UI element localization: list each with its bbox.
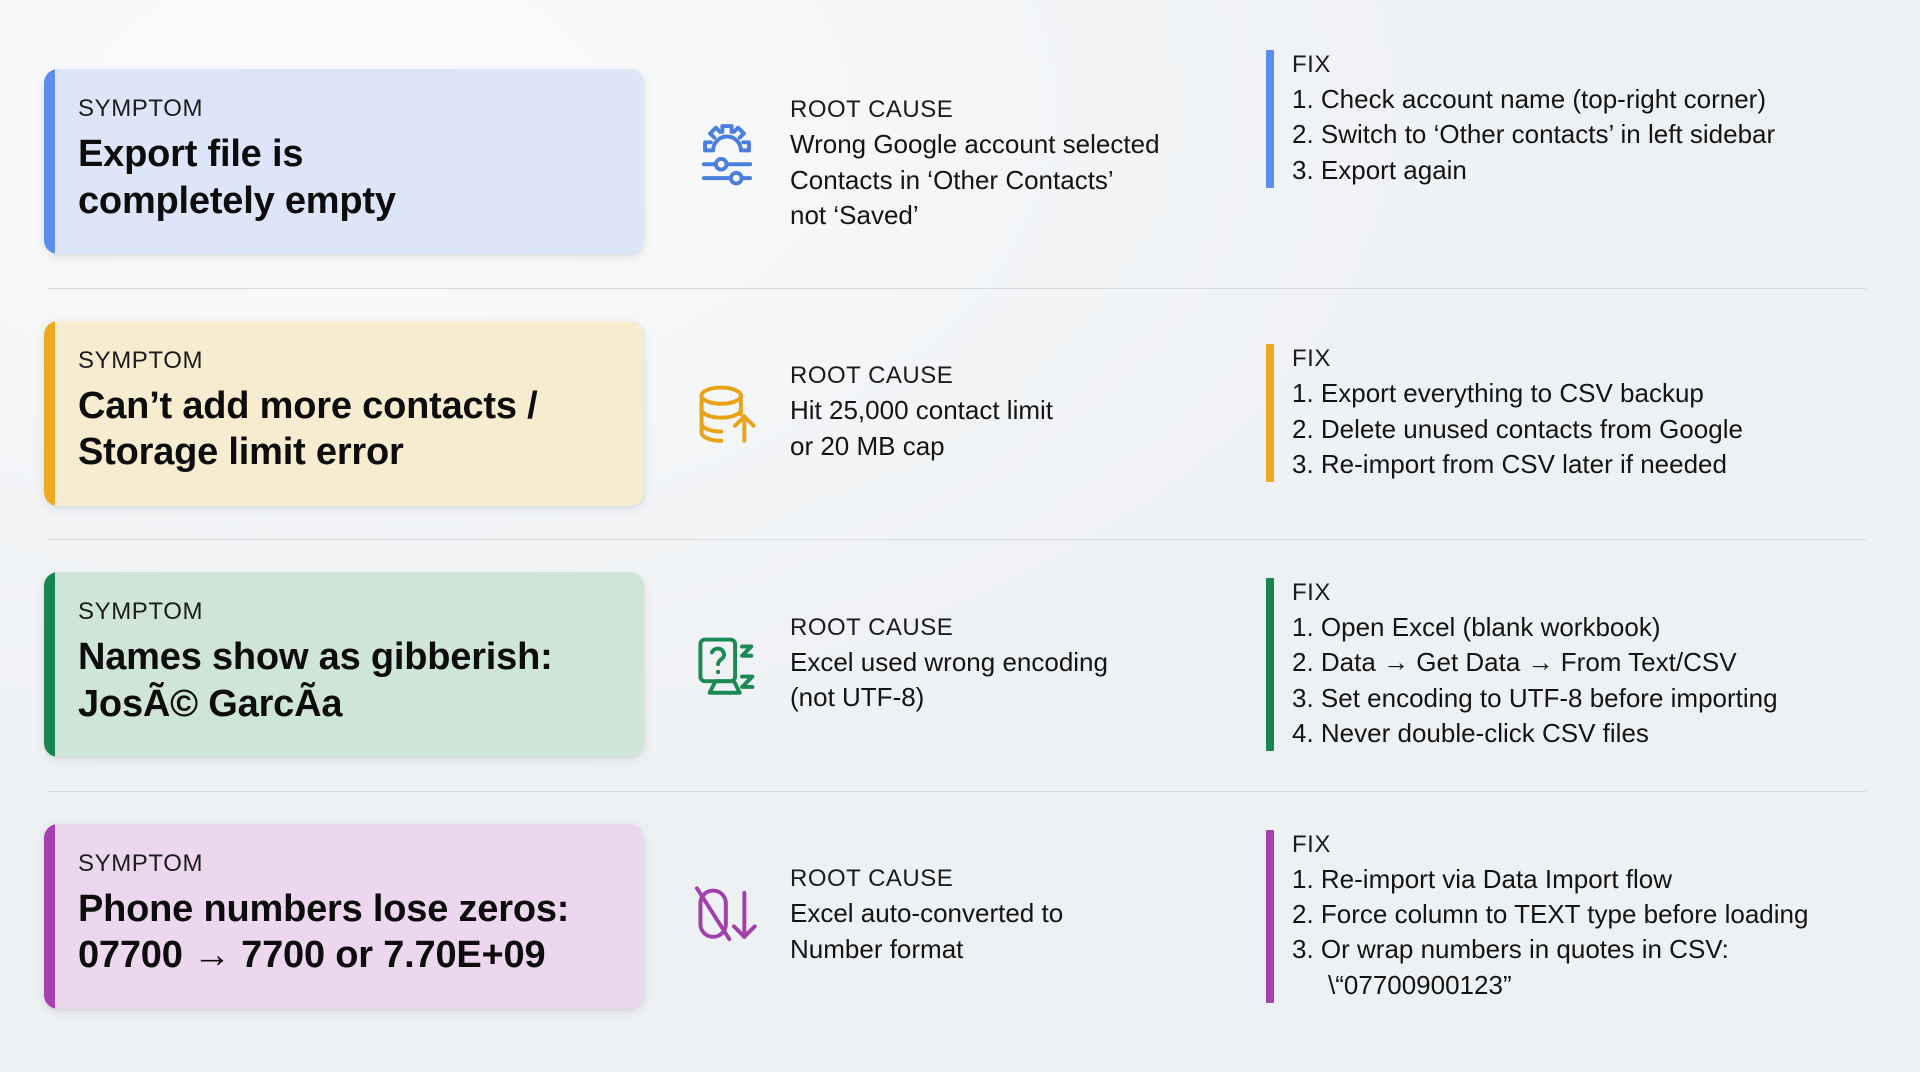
root-cause-column: ROOT CAUSE Wrong Google account selected…	[644, 90, 1266, 233]
accent-bar	[44, 320, 55, 506]
row-list: SYMPTOM Export file is completely empty	[44, 36, 1876, 1042]
root-cause-column: ROOT CAUSE Excel used wrong encoding (no…	[644, 614, 1266, 716]
accent-bar	[44, 572, 55, 758]
symptom-title-line: 07700 → 7700 or 7.70E+09	[78, 934, 546, 977]
root-cause-label: ROOT CAUSE	[790, 96, 954, 124]
fix-column: FIX 1. Export everything to CSV backup 2…	[1266, 344, 1876, 483]
symptom-card: SYMPTOM Can’t add more contacts / Storag…	[44, 320, 644, 506]
fix-item: 3. Export again	[1292, 154, 1467, 185]
fix-item: 3. Re-import from CSV later if needed	[1292, 448, 1727, 479]
fix-item: 1. Check account name (top-right corner)	[1292, 84, 1766, 114]
symptom-title-line: JosÃ© GarcÃ­a	[78, 682, 343, 725]
fix-body: FIX 1. Check account name (top-right cor…	[1292, 50, 1775, 188]
fix-item: 2. Data → Get Data → From Text/CSV	[1292, 647, 1737, 678]
fix-body: FIX 1. Open Excel (blank workbook) 2. Da…	[1292, 578, 1778, 751]
symptom-title-line: Names show as gibberish:	[78, 636, 553, 679]
issue-row: SYMPTOM Names show as gibberish: JosÃ© G…	[44, 539, 1876, 791]
symptom-title: Names show as gibberish: JosÃ© GarcÃ­a	[78, 634, 610, 727]
database-upload-icon	[690, 376, 764, 450]
root-cause-text: ROOT CAUSE Excel auto-converted to Numbe…	[790, 865, 1063, 967]
root-cause-line: Wrong Google account selected	[790, 129, 1160, 160]
symptom-title: Export file is completely empty	[78, 131, 610, 224]
accent-bar	[44, 69, 55, 255]
fix-item: 1. Export everything to CSV backup	[1292, 378, 1704, 409]
root-cause-line: Number format	[790, 933, 964, 964]
fix-label: FIX	[1292, 579, 1331, 607]
symptom-card: SYMPTOM Export file is completely empty	[44, 69, 644, 255]
fix-accent-bar	[1266, 578, 1274, 752]
fix-column: FIX 1. Open Excel (blank workbook) 2. Da…	[1266, 578, 1876, 752]
fix-accent-bar	[1266, 829, 1274, 1003]
symptom-title-line: Phone numbers lose zeros:	[78, 887, 570, 930]
symptom-title: Phone numbers lose zeros: 07700 → 7700 o…	[78, 886, 610, 979]
symptom-title-line: completely empty	[78, 179, 396, 222]
root-cause-label: ROOT CAUSE	[790, 613, 954, 641]
settings-sliders-icon	[690, 118, 764, 192]
fix-label: FIX	[1292, 830, 1331, 858]
fix-body: FIX 1. Export everything to CSV backup 2…	[1292, 344, 1743, 482]
symptom-label: SYMPTOM	[78, 598, 204, 626]
issue-row: SYMPTOM Can’t add more contacts / Storag…	[44, 287, 1876, 540]
symptom-card: SYMPTOM Phone numbers lose zeros: 07700 …	[44, 823, 644, 1009]
fix-item: 2. Switch to ‘Other contacts’ in left si…	[1292, 119, 1776, 150]
symptom-title-line: Export file is	[78, 133, 304, 176]
root-cause-text: ROOT CAUSE Excel used wrong encoding (no…	[790, 614, 1108, 716]
fix-body: FIX 1. Re-import via Data Import flow 2.…	[1292, 830, 1808, 1003]
root-cause-line: Contacts in ‘Other Contacts’	[790, 164, 1114, 195]
fix-item: 4. Never double-click CSV files	[1292, 718, 1649, 749]
symptom-label: SYMPTOM	[78, 849, 204, 877]
root-cause-line: Excel used wrong encoding	[790, 646, 1108, 677]
fix-item: 3. Or wrap numbers in quotes in CSV:	[1292, 934, 1729, 965]
root-cause-line: Hit 25,000 contact limit	[790, 395, 1054, 426]
unknown-character-icon	[690, 628, 764, 702]
fix-item: 2. Delete unused contacts from Google	[1292, 413, 1743, 444]
fix-list: 1. Check account name (top-right corner)…	[1292, 82, 1775, 188]
root-cause-column: ROOT CAUSE Excel auto-converted to Numbe…	[644, 865, 1266, 967]
fix-accent-bar	[1266, 344, 1274, 483]
fix-item: 1. Re-import via Data Import flow	[1292, 863, 1673, 894]
root-cause-label: ROOT CAUSE	[790, 362, 954, 390]
issue-row: SYMPTOM Export file is completely empty	[44, 36, 1876, 288]
fix-list: 1. Export everything to CSV backup 2. De…	[1292, 376, 1743, 482]
fix-list: 1. Open Excel (blank workbook) 2. Data →…	[1292, 610, 1778, 751]
root-cause-text: ROOT CAUSE Wrong Google account selected…	[790, 96, 1160, 233]
fix-item: 2. Force column to TEXT type before load…	[1292, 898, 1809, 929]
fix-label: FIX	[1292, 345, 1331, 373]
root-cause-line: or 20 MB cap	[790, 430, 945, 461]
issue-row: SYMPTOM Phone numbers lose zeros: 07700 …	[44, 790, 1876, 1043]
symptom-label: SYMPTOM	[78, 346, 204, 374]
fix-list: 1. Re-import via Data Import flow 2. For…	[1292, 862, 1808, 1003]
fix-column: FIX 1. Check account name (top-right cor…	[1266, 50, 1876, 189]
root-cause-label: ROOT CAUSE	[790, 865, 954, 893]
symptom-title: Can’t add more contacts / Storage limit …	[78, 383, 610, 476]
symptom-title-line: Storage limit error	[78, 431, 404, 474]
root-cause-column: ROOT CAUSE Hit 25,000 contact limit or 2…	[644, 362, 1266, 464]
fix-item: 3. Set encoding to UTF-8 before importin…	[1292, 682, 1778, 713]
symptom-title-line: Can’t add more contacts /	[78, 384, 538, 427]
fix-accent-bar	[1266, 50, 1274, 189]
fix-item: 1. Open Excel (blank workbook)	[1292, 612, 1661, 643]
symptom-label: SYMPTOM	[78, 95, 204, 123]
accent-bar	[44, 823, 55, 1009]
fix-label: FIX	[1292, 51, 1331, 78]
root-cause-line: Excel auto-converted to	[790, 898, 1064, 929]
root-cause-line: not ‘Saved’	[790, 199, 919, 230]
fix-column: FIX 1. Re-import via Data Import flow 2.…	[1266, 829, 1876, 1003]
root-cause-line: (not UTF-8)	[790, 682, 925, 713]
no-leading-zero-down-icon	[690, 879, 764, 953]
root-cause-text: ROOT CAUSE Hit 25,000 contact limit or 2…	[790, 362, 1053, 464]
symptom-card: SYMPTOM Names show as gibberish: JosÃ© G…	[44, 572, 644, 758]
fix-item: \“07700900123”	[1328, 969, 1512, 1000]
